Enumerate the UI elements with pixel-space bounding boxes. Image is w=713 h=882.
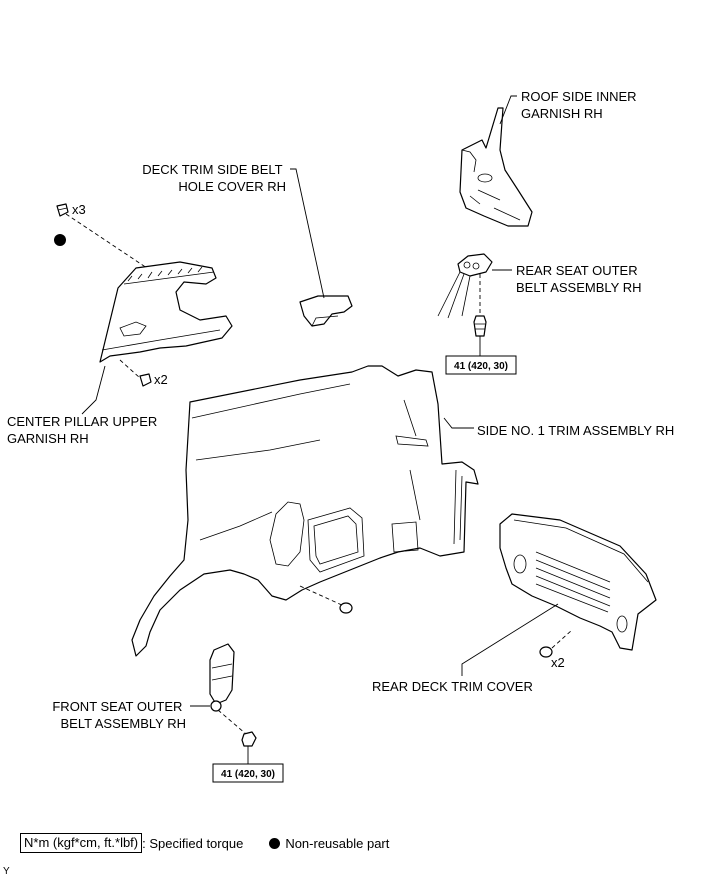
roof-garnish-leader — [499, 95, 517, 125]
center-pillar-leader — [81, 365, 106, 415]
front-belt-torque-value: 41 (420, 30) — [221, 769, 275, 780]
torque-unit-box: N*m (kgf*cm, ft.*lbf) — [20, 833, 143, 853]
deck-cover-clips-qty: x2 — [551, 655, 565, 670]
deck-trim-belt-hole-cover-part — [299, 295, 353, 327]
deck-trim-belt-hole-cover-label: DECK TRIM SIDE BELT HOLE COVER RH — [142, 162, 286, 194]
side-trim-clip-dash — [299, 585, 345, 607]
deck-cover-leader — [290, 168, 325, 299]
pillar-clip-bottom-dash — [119, 359, 141, 379]
pillar-clips-bottom-qty: x2 — [154, 372, 168, 387]
rear-seat-outer-belt-label: REAR SEAT OUTER BELT ASSEMBLY RH — [516, 263, 641, 295]
nonreusable-dot-icon — [269, 837, 281, 849]
corner-mark: Y — [3, 866, 10, 877]
center-pillar-upper-garnish-label: CENTER PILLAR UPPER GARNISH RH — [7, 414, 161, 446]
rear-seat-outer-belt-part — [437, 253, 493, 337]
deck-cover-leader — [461, 603, 559, 676]
pillar-clip-dash — [65, 213, 151, 271]
rear-deck-trim-cover-part — [499, 513, 657, 651]
pillar-clips-top-qty: x3 — [72, 202, 86, 217]
rear-belt-torque-box — [445, 355, 517, 375]
deck-clip-dash — [551, 629, 573, 649]
front-seat-outer-belt-part — [209, 643, 235, 712]
front-belt-bolt-icon — [241, 731, 257, 747]
side-no1-trim-part — [131, 365, 479, 657]
side-trim-clip-icon — [339, 602, 353, 614]
torque-legend-text: : Specified torque — [142, 835, 244, 851]
legend: N*m (kgf*cm, ft.*lbf) : Specified torque… — [20, 832, 389, 854]
rear-belt-torque-value: 41 (420, 30) — [454, 361, 508, 372]
nonreusable-legend-text: Non-reusable part — [285, 835, 390, 851]
center-pillar-upper-garnish-part — [99, 261, 233, 363]
front-belt-dash — [217, 709, 247, 735]
rear-deck-trim-cover-label: REAR DECK TRIM COVER — [372, 679, 533, 694]
front-seat-outer-belt-label: FRONT SEAT OUTER BELT ASSEMBLY RH — [52, 699, 186, 731]
nonreusable-marker-icon — [54, 234, 66, 246]
side-trim-leader — [443, 417, 474, 429]
roof-side-inner-garnish-label: ROOF SIDE INNER GARNISH RH — [521, 89, 640, 121]
center-pillar-clip-bottom-icon — [139, 373, 152, 387]
front-belt-torque-box — [212, 763, 284, 783]
roof-side-inner-garnish-part — [459, 107, 533, 227]
deck-cover-clip-icon — [539, 646, 553, 658]
side-no1-trim-label: SIDE NO. 1 TRIM ASSEMBLY RH — [477, 423, 674, 438]
center-pillar-clip-top-icon — [56, 203, 69, 217]
